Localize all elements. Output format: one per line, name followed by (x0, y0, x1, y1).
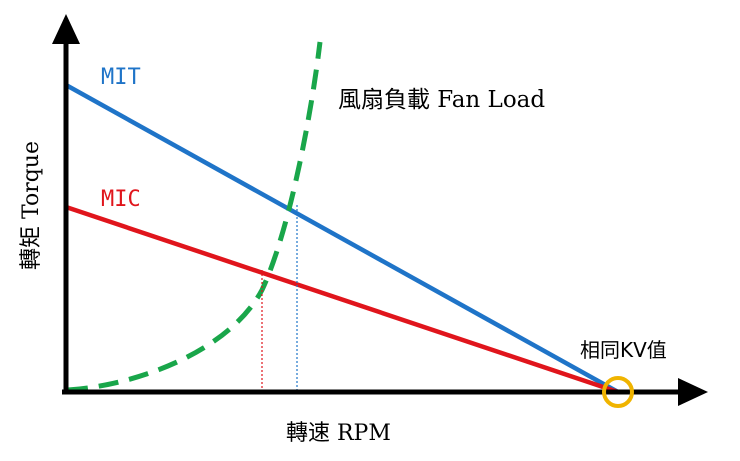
fan-load-curve (67, 41, 323, 393)
mic-label: MIC (101, 187, 141, 212)
y-axis-label: 轉矩 Torque (19, 141, 44, 270)
same-kv-label: 相同KV值 (580, 338, 667, 362)
mit-line (64, 83, 620, 394)
x-axis-arrowhead (678, 378, 708, 406)
mic-line (65, 204, 619, 395)
fan-load-label: 風扇負載 Fan Load (338, 87, 545, 113)
y-axis-arrowhead (52, 14, 80, 44)
x-axis-label: 轉速 RPM (286, 421, 391, 446)
same-kv-circle (602, 376, 634, 408)
mit-label: MIT (101, 65, 141, 90)
